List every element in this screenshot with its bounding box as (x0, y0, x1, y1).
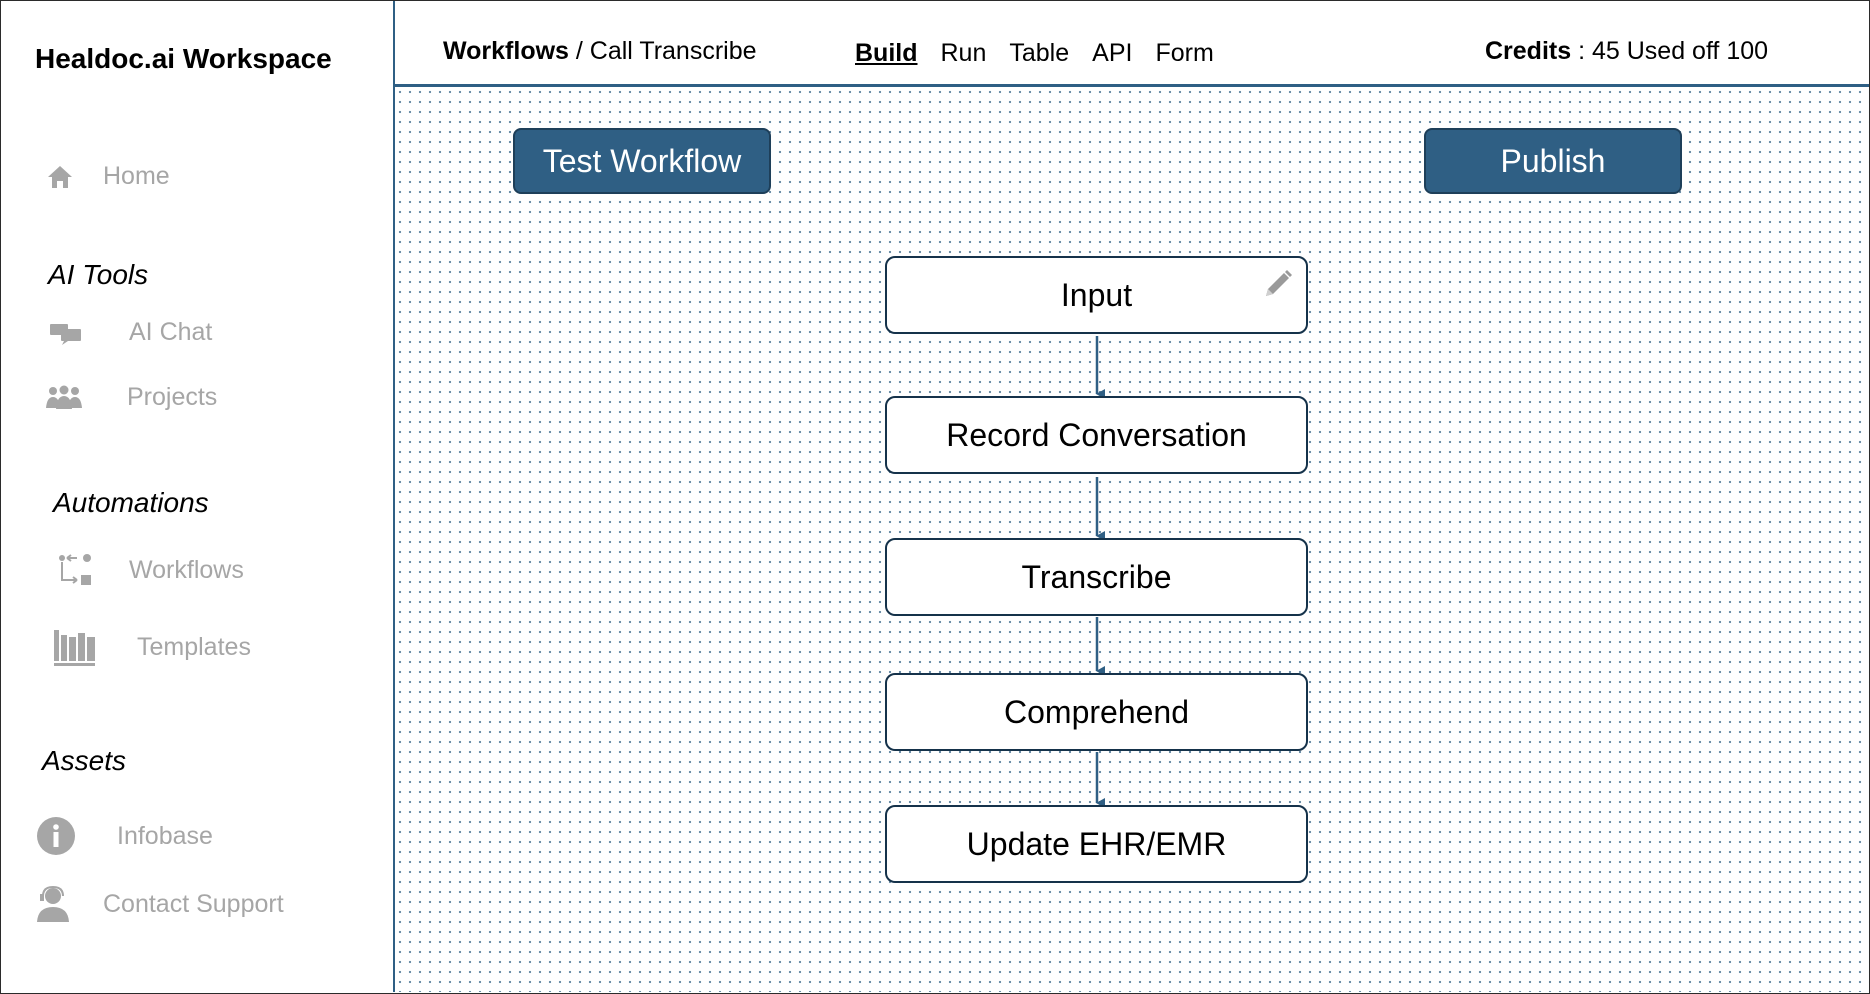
workflow-icon (57, 552, 93, 588)
section-ai-tools: AI Tools (48, 259, 149, 290)
credits-value: : 45 Used off 100 (1571, 37, 1769, 65)
tab-api[interactable]: API (1092, 39, 1133, 67)
people-group-icon (45, 384, 83, 412)
tab-build[interactable]: Build (855, 39, 918, 67)
tab-run[interactable]: Run (940, 39, 987, 67)
credits-label: Credits (1485, 37, 1572, 65)
books-icon (53, 627, 97, 667)
support-agent-icon (36, 885, 70, 923)
home-icon (45, 164, 75, 190)
workflow-node-transcribe[interactable]: Transcribe (885, 538, 1308, 616)
sidebar-item-infobase[interactable]: Infobase (36, 816, 213, 856)
view-tabs: Build Run Table API Form (855, 39, 1214, 68)
section-assets: Assets (42, 745, 127, 776)
top-header: Workflows / Call Transcribe Build Run Ta… (395, 1, 1869, 87)
tab-form[interactable]: Form (1155, 39, 1214, 67)
sidebar-item-label: Infobase (117, 821, 213, 850)
node-label: Transcribe (1021, 558, 1172, 595)
node-label: Input (1060, 276, 1133, 313)
tab-table[interactable]: Table (1009, 39, 1070, 67)
sidebar-item-ai-chat[interactable]: AI Chat (49, 318, 212, 347)
sidebar-item-home[interactable]: Home (45, 162, 170, 191)
sidebar-item-label: Projects (127, 383, 218, 411)
chat-bubbles-icon (49, 321, 83, 345)
breadcrumb: Workflows / Call Transcribe (443, 37, 757, 66)
sidebar-item-projects[interactable]: Projects (45, 383, 217, 412)
breadcrumb-root[interactable]: Workflows (443, 37, 569, 65)
workflow-node-input[interactable]: Input (885, 256, 1308, 334)
sidebar-item-workflows[interactable]: Workflows (57, 552, 244, 588)
sidebar-item-templates[interactable]: Templates (53, 627, 251, 667)
node-label: Update EHR/EMR (966, 825, 1227, 862)
node-label: Record Conversation (946, 416, 1247, 453)
breadcrumb-current: Call Transcribe (589, 37, 757, 65)
sidebar: Healdoc.ai Workspace Home AI Tools AI Ch… (1, 1, 395, 992)
sidebar-item-label: Contact Support (103, 889, 284, 918)
section-automations: Automations (53, 487, 209, 518)
credits-status: Credits : 45 Used off 100 (1485, 37, 1768, 66)
workflow-node-record-conversation[interactable]: Record Conversation (885, 396, 1308, 474)
sidebar-item-label: Templates (137, 632, 251, 661)
workflow-node-update-ehr-emr[interactable]: Update EHR/EMR (885, 805, 1308, 883)
sidebar-item-label: AI Chat (129, 318, 213, 346)
info-icon (36, 816, 76, 856)
publish-button[interactable]: Publish (1424, 128, 1682, 194)
test-workflow-button[interactable]: Test Workflow (513, 128, 771, 194)
pencil-edit-icon[interactable] (1262, 268, 1294, 308)
workflow-canvas[interactable]: Test Workflow Publish Input Record Conve… (395, 87, 1869, 992)
workflow-node-comprehend[interactable]: Comprehend (885, 673, 1308, 751)
breadcrumb-separator: / (568, 37, 590, 65)
workspace-title: Healdoc.ai Workspace (35, 43, 332, 74)
node-label: Comprehend (1004, 693, 1189, 730)
sidebar-item-label: Workflows (129, 555, 244, 584)
sidebar-item-label: Home (103, 162, 170, 190)
sidebar-item-contact-support[interactable]: Contact Support (36, 885, 284, 923)
